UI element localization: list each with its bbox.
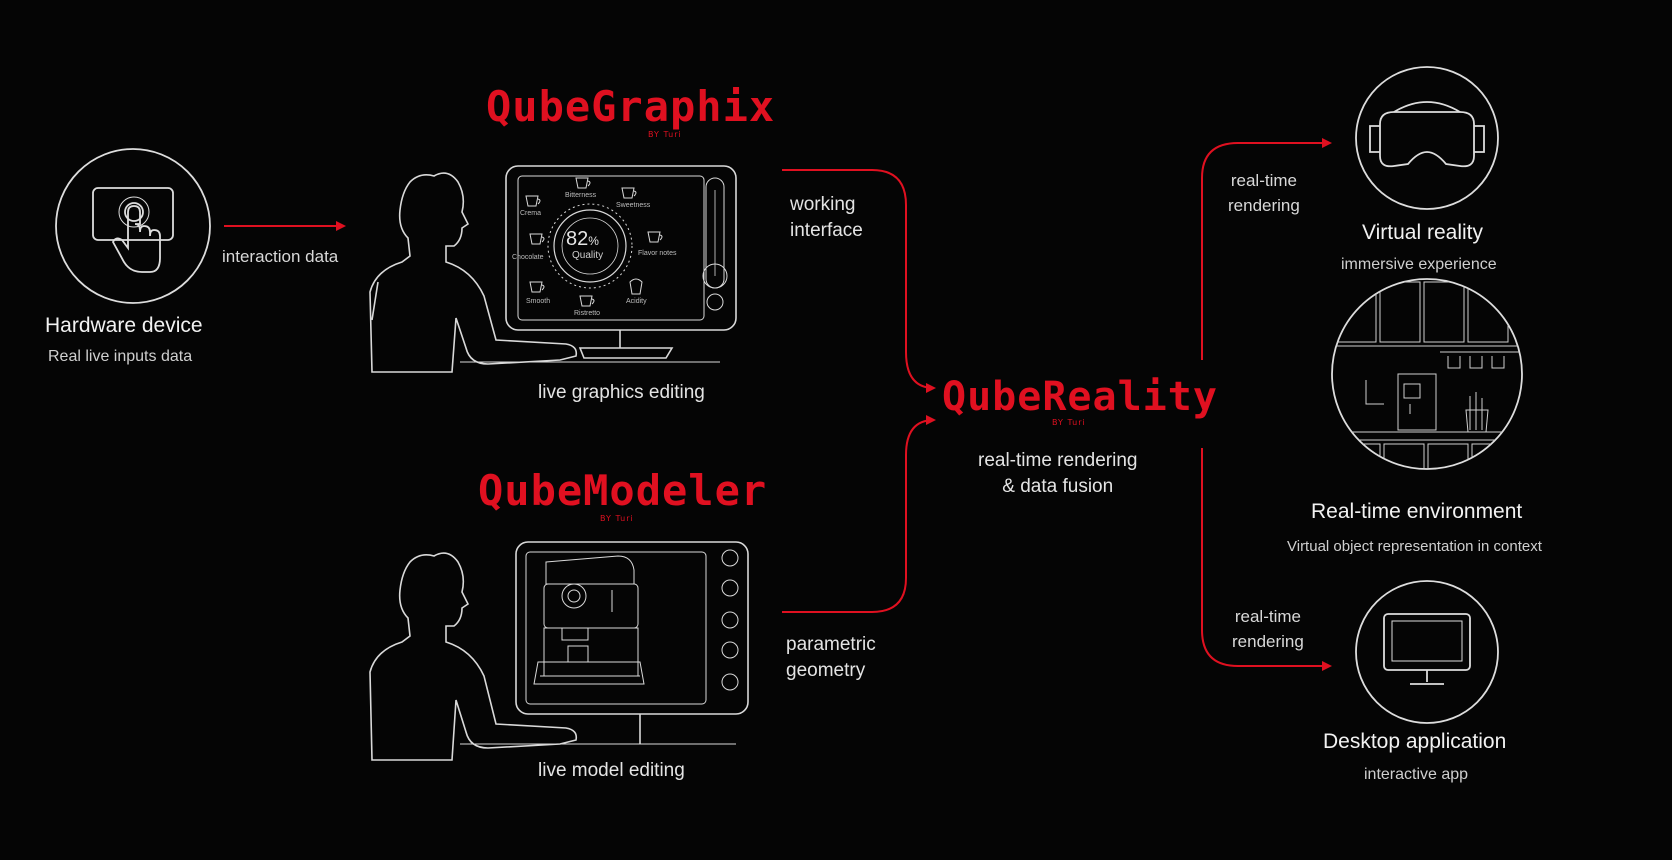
reality-by: BY Turi xyxy=(1052,418,1086,427)
edge-label-interaction: interaction data xyxy=(222,247,339,266)
hardware-title: Hardware device xyxy=(45,314,203,337)
connectors xyxy=(224,138,1332,671)
screen-item-flavor: Flavor notes xyxy=(638,250,677,257)
gauge-label: Quality xyxy=(572,250,604,261)
reality-brand: QubeReality xyxy=(942,374,1218,420)
hardware-subtitle: Real live inputs data xyxy=(48,348,193,365)
screen-item-chocolate: Chocolate xyxy=(512,254,544,261)
env-title: Real-time environment xyxy=(1311,500,1523,523)
gauge-value: 82% xyxy=(566,228,599,250)
graphix-caption: live graphics editing xyxy=(538,382,705,403)
kitchen-scene-icon xyxy=(1331,278,1523,470)
arrow-parametric-geometry xyxy=(782,415,936,613)
modeler-caption: live model editing xyxy=(538,760,685,781)
screen-item-crema: Crema xyxy=(520,210,542,217)
modeler-by: BY Turi xyxy=(600,514,634,523)
screen-item-ristretto: Ristretto xyxy=(574,310,601,317)
arrow-render-desktop xyxy=(1201,448,1332,671)
vr-headset-icon xyxy=(1355,66,1499,210)
vr-subtitle: immersive experience xyxy=(1341,256,1497,273)
graphix-workstation xyxy=(369,165,737,373)
monitor-icon xyxy=(1355,580,1499,724)
desktop-title: Desktop application xyxy=(1323,730,1507,753)
arrow-working-interface xyxy=(782,169,936,393)
env-subtitle: Virtual object representation in context xyxy=(1287,538,1542,555)
screen-item-bitterness: Bitterness xyxy=(565,192,597,199)
desktop-subtitle: interactive app xyxy=(1364,766,1469,783)
modeler-brand: QubeModeler xyxy=(478,466,768,515)
vr-title: Virtual reality xyxy=(1362,221,1483,244)
screen-item-acidity: Acidity xyxy=(626,298,647,305)
modeler-workstation xyxy=(369,541,749,761)
arrow-render-vr xyxy=(1201,138,1332,360)
graphix-brand: QubeGraphix xyxy=(486,82,776,131)
graphix-by: BY Turi xyxy=(648,130,682,139)
screen-item-smooth: Smooth xyxy=(526,298,551,305)
hardware-device-icon xyxy=(55,148,211,304)
reality-caption: real-time rendering& data fusion xyxy=(978,450,1138,497)
screen-item-sweetness: Sweetness xyxy=(616,202,651,209)
